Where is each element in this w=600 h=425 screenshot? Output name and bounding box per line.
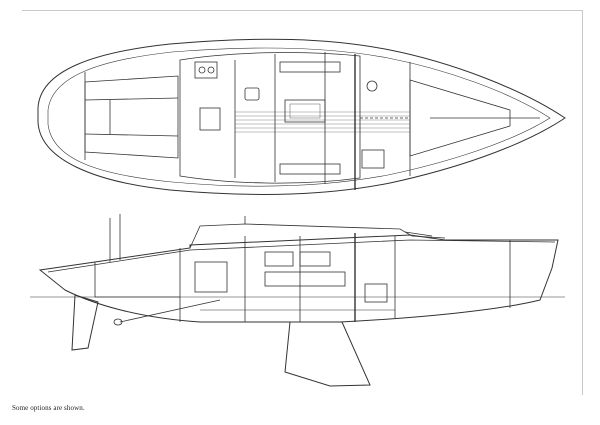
cabin-window	[264, 251, 294, 267]
frame-top-border	[22, 10, 582, 11]
galley-stove	[194, 61, 218, 79]
deck-inner-line	[47, 47, 551, 187]
propeller	[113, 318, 123, 326]
galley-sink	[244, 87, 260, 101]
cabin-trunk	[189, 223, 446, 249]
cabin-outline	[179, 52, 361, 184]
propeller-shaft	[119, 299, 221, 323]
hull-outline-plan	[37, 38, 566, 195]
drawing-caption: Some options are shown.	[12, 404, 85, 412]
profile-section-view	[30, 214, 565, 387]
keel	[284, 321, 371, 387]
floorboard-hatching	[235, 111, 410, 133]
cockpit-outline	[84, 75, 179, 159]
head-toilet	[366, 80, 378, 92]
sheer-line	[47, 239, 556, 273]
starboard-settee	[279, 163, 341, 175]
chart-table	[199, 107, 221, 131]
accommodation-plan-view	[37, 38, 566, 195]
port-settee	[279, 61, 341, 73]
interior-galley-counter	[194, 261, 228, 293]
saloon-table	[284, 99, 326, 123]
frame-right-border	[582, 10, 583, 395]
cockpit-well	[94, 262, 180, 298]
cabin-window	[299, 251, 331, 267]
rudder	[71, 294, 99, 351]
hull-profile	[38, 234, 559, 323]
forward-vberth	[409, 79, 511, 157]
